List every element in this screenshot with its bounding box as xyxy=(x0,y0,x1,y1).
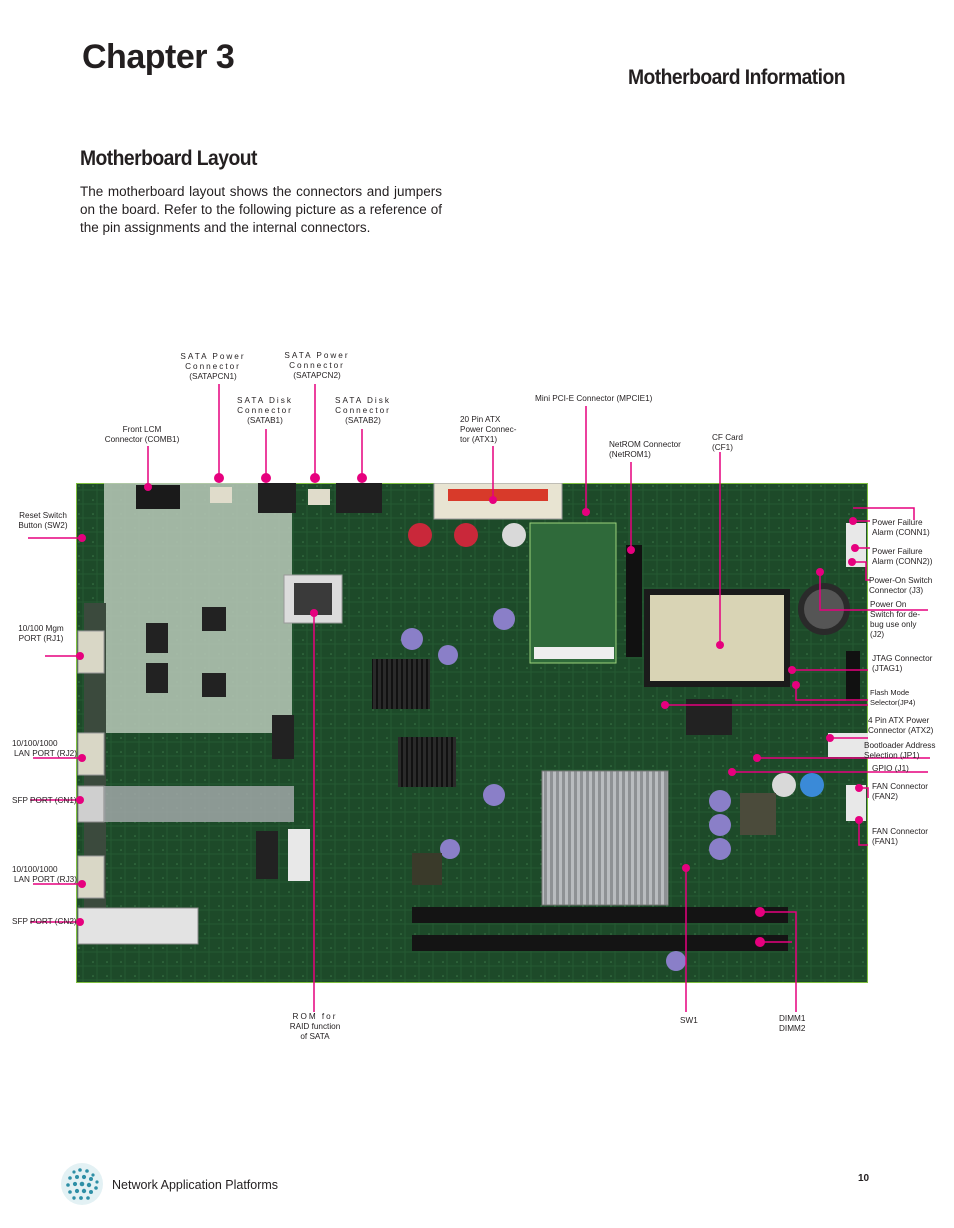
label-satapcn1-line3: (SATAPCN1) xyxy=(189,372,237,381)
label-satapcn2-line1: SATA Power xyxy=(284,351,350,360)
label-jtag-line2: (JTAG1) xyxy=(872,664,903,673)
label-rj3-line1: 10/100/1000 xyxy=(12,865,58,874)
page-number: 10 xyxy=(858,1173,870,1184)
label-fan2-line1: FAN Connector xyxy=(872,782,928,791)
label-fan2-line2: (FAN2) xyxy=(872,792,898,801)
footer-text: Network Application Platforms xyxy=(112,1178,279,1192)
label-satapcn1-line1: SATA Power xyxy=(180,352,246,361)
globe-logo-icon xyxy=(61,1163,103,1205)
label-jp4-line1: Flash Mode xyxy=(870,688,910,697)
label-jtag-line1: JTAG Connector xyxy=(872,654,933,663)
label-j2-line1: Power On xyxy=(870,600,907,609)
label-rom-line1: ROM for xyxy=(292,1012,338,1021)
label-jp1-line1: Bootloader Address xyxy=(864,741,936,750)
label-rj3-line2: LAN PORT (RJ3) xyxy=(14,875,77,884)
label-rj2-line1: 10/100/1000 xyxy=(12,739,58,748)
label-conn2-line2: Alarm (CONN2)) xyxy=(872,557,933,566)
label-mpcie1: Mini PCI-E Connector (MPCIE1) xyxy=(535,394,653,403)
label-atx1-line1: 20 Pin ATX xyxy=(460,415,501,424)
label-atx1-line2: Power Connec- xyxy=(460,425,517,434)
label-j3-line1: Power-On Switch xyxy=(869,576,933,585)
label-conn1-line2: Alarm (CONN1) xyxy=(872,528,930,537)
label-rom-line2: RAID function xyxy=(289,1022,341,1031)
chapter-title: Chapter 3 xyxy=(82,38,235,76)
label-sw1: SW1 xyxy=(680,1016,698,1025)
label-satab1-line1: SATA Disk xyxy=(237,396,293,405)
label-dimm1: DIMM1 xyxy=(779,1014,806,1023)
label-j3-line2: Connector (J3) xyxy=(869,586,924,595)
label-satab2-line3: (SATAB2) xyxy=(345,416,381,425)
label-atx2-line1: 4 Pin ATX Power xyxy=(868,716,930,725)
label-j2-line2: Switch for de- xyxy=(870,610,921,619)
label-cf1-line2: (CF1) xyxy=(712,443,733,452)
label-sw2-line2: Button (SW2) xyxy=(18,521,68,530)
label-jp4-line2: Selector(JP4) xyxy=(870,698,916,707)
label-dimm2: DIMM2 xyxy=(779,1024,806,1033)
label-satapcn1-line2: Connector xyxy=(185,362,241,371)
label-rj2-line2: LAN PORT (RJ2) xyxy=(14,749,77,758)
label-comb1-line1: Front LCM xyxy=(122,425,162,434)
label-satapcn2-line3: (SATAPCN2) xyxy=(293,371,341,380)
intro-paragraph: The motherboard layout shows the connect… xyxy=(80,184,442,235)
label-j1: GPIO (J1) xyxy=(872,764,909,773)
label-rj1-line1: 10/100 Mgm xyxy=(18,624,64,633)
label-rom-line3: of SATA xyxy=(300,1032,330,1041)
label-comb1-line2: Connector (COMB1) xyxy=(104,435,180,444)
subsection-title: Motherboard Layout xyxy=(80,147,257,170)
label-sw2-line1: Reset Switch xyxy=(19,511,67,520)
label-satab1-line3: (SATAB1) xyxy=(247,416,283,425)
label-atx2-line2: Connector (ATX2) xyxy=(868,726,934,735)
label-fan1-line1: FAN Connector xyxy=(872,827,928,836)
label-rj1-line2: PORT (RJ1) xyxy=(18,634,64,643)
label-netrom-line2: (NetROM1) xyxy=(609,450,651,459)
label-cn1: SFP PORT (CN1) xyxy=(12,796,77,805)
label-satab1-line2: Connector xyxy=(237,406,293,415)
label-cn2: SFP PORT (CN2) xyxy=(12,917,77,926)
label-j2-line3: bug use only xyxy=(870,620,917,629)
label-j2-line4: (J2) xyxy=(870,630,885,639)
motherboard-photo xyxy=(76,483,868,983)
label-netrom-line1: NetROM Connector xyxy=(609,440,681,449)
label-cf1-line1: CF Card xyxy=(712,433,743,442)
label-atx1-line3: tor (ATX1) xyxy=(460,435,498,444)
section-title: Motherboard Information xyxy=(628,66,846,89)
label-satapcn2-line2: Connector xyxy=(289,361,345,370)
label-fan1-line2: (FAN1) xyxy=(872,837,898,846)
label-conn2-line1: Power Failure xyxy=(872,547,923,556)
label-satab2-line1: SATA Disk xyxy=(335,396,391,405)
label-jp1-line2: Selection (JP1) xyxy=(864,751,920,760)
label-conn1-line1: Power Failure xyxy=(872,518,923,527)
label-satab2-line2: Connector xyxy=(335,406,391,415)
